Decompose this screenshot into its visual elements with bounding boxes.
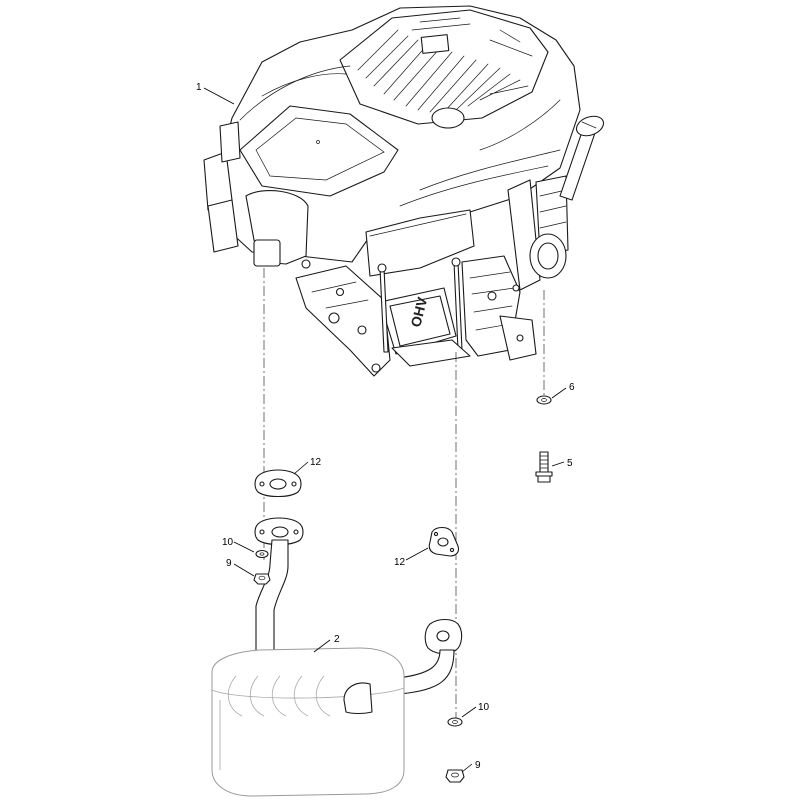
callout-nut-left: 9 bbox=[226, 558, 232, 569]
engine-assembly: OHV bbox=[203, 5, 605, 377]
nut-right-part-9 bbox=[445, 769, 465, 783]
gasket-right-part-12 bbox=[428, 526, 460, 557]
callout-washer-left: 10 bbox=[222, 537, 234, 548]
muffler-part-2 bbox=[211, 618, 463, 797]
exhaust-pipe-left bbox=[254, 517, 304, 669]
washer-right-part-10 bbox=[447, 717, 463, 727]
ohv-label: OHV bbox=[407, 295, 430, 329]
washer-part-6 bbox=[536, 395, 552, 405]
callout-engine: 1 bbox=[196, 82, 202, 93]
callout-bolt: 5 bbox=[567, 458, 573, 469]
gasket-left-part-12 bbox=[254, 469, 302, 498]
callout-washer-right: 10 bbox=[478, 702, 490, 713]
callout-nut-right: 9 bbox=[475, 760, 481, 771]
alignment-centerlines bbox=[263, 268, 545, 724]
washer-left-part-10 bbox=[255, 549, 269, 559]
bolt-part-5 bbox=[535, 451, 553, 483]
grill-slots bbox=[357, 17, 533, 113]
callout-gasket-left: 12 bbox=[310, 457, 322, 468]
callout-washer: 6 bbox=[569, 382, 575, 393]
callout-leaders bbox=[203, 87, 567, 773]
callout-gasket-right: 12 bbox=[394, 557, 406, 568]
callout-muffler: 2 bbox=[334, 634, 340, 645]
callout-labels: 1 2 5 6 12 12 10 9 10 9 bbox=[196, 82, 575, 771]
nut-left-part-9 bbox=[253, 573, 271, 585]
